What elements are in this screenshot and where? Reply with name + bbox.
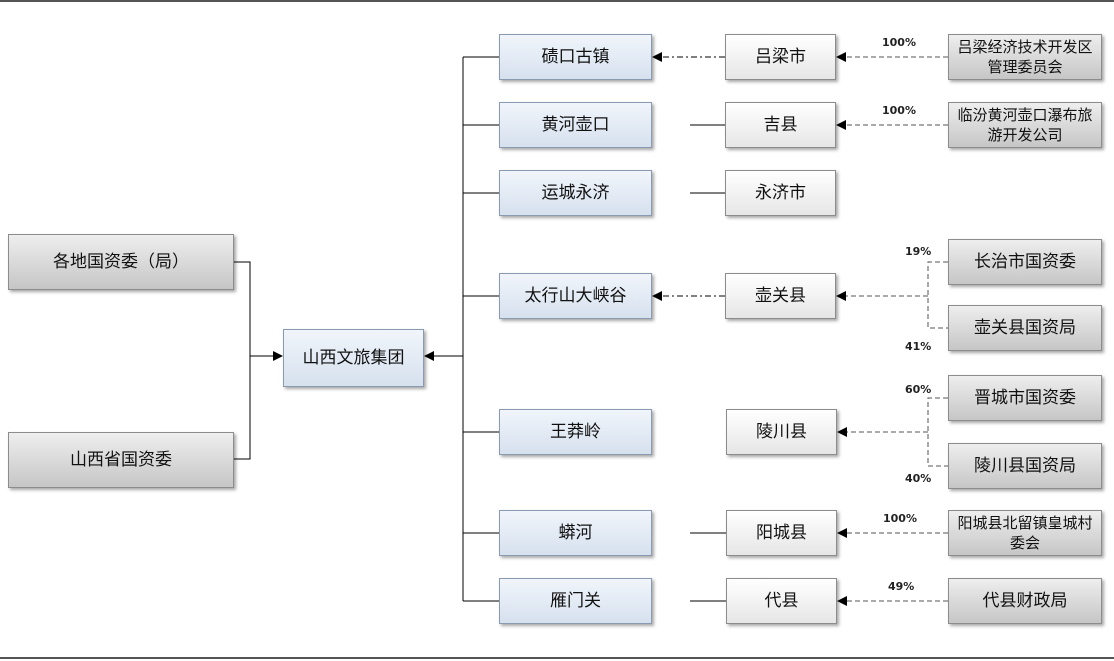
scenic-label: 王莽岭: [550, 421, 601, 442]
owner-label: 各地国资委（局）: [53, 251, 189, 272]
owner-connector: [234, 261, 251, 460]
share-percent: 100%: [882, 36, 916, 49]
holder-label: 吕梁经济技术开发区管理委员会: [957, 37, 1093, 76]
county-label: 陵川县: [756, 421, 807, 442]
holder-label: 临汾黄河壶口瀑布旅游开发公司: [957, 105, 1093, 144]
holder-bracket-5: [927, 397, 948, 467]
holder-node: 陵川县国资局: [948, 443, 1102, 489]
share-percent: 19%: [905, 245, 932, 258]
holder-node: 壶关县国资局: [948, 305, 1102, 351]
share-percent: 41%: [905, 340, 932, 353]
scenic-node: 太行山大峡谷: [499, 273, 652, 319]
scenic-label: 太行山大峡谷: [524, 285, 627, 306]
holder-label: 晋城市国资委: [974, 387, 1076, 408]
holder-label: 长治市国资委: [974, 251, 1076, 272]
holder-bracket-4: [927, 261, 948, 329]
scenic-node: 蟒河: [499, 510, 652, 556]
holder-node: 阳城县北留镇皇城村委会: [948, 510, 1102, 556]
share-percent: 49%: [888, 580, 915, 593]
scenic-label: 黄河壶口: [541, 114, 610, 135]
owner-label: 山西省国资委: [70, 449, 172, 470]
county-label: 吕梁市: [755, 46, 806, 67]
holder-node: 临汾黄河壶口瀑布旅游开发公司: [948, 102, 1102, 148]
county-node: 阳城县: [726, 510, 837, 556]
holder-label: 陵川县国资局: [974, 455, 1076, 476]
county-label: 永济市: [755, 182, 806, 203]
holder-node: 长治市国资委: [948, 239, 1102, 285]
share-percent: 60%: [905, 383, 932, 396]
county-label: 吉县: [763, 114, 798, 135]
holder-node: 吕梁经济技术开发区管理委员会: [948, 34, 1102, 80]
holder-label: 壶关县国资局: [974, 317, 1076, 338]
group-node: 山西文旅集团: [283, 329, 424, 387]
county-label: 代县: [764, 590, 799, 611]
county-label: 阳城县: [756, 522, 807, 543]
holder-node: 晋城市国资委: [948, 375, 1102, 421]
scenic-label: 碛口古镇: [541, 46, 610, 67]
bottom-rule: [0, 657, 1114, 659]
owner-local-sasac: 各地国资委（局）: [8, 234, 234, 290]
top-rule: [0, 0, 1114, 2]
share-percent: 100%: [883, 512, 917, 525]
group-label: 山西文旅集团: [302, 347, 405, 368]
scenic-label: 雁门关: [550, 590, 601, 611]
county-node: 陵川县: [726, 409, 837, 455]
scenic-node: 碛口古镇: [499, 34, 652, 80]
scenic-label: 运城永济: [541, 182, 610, 203]
county-node: 代县: [726, 578, 837, 624]
scenic-node: 运城永济: [499, 170, 652, 216]
share-percent: 100%: [882, 104, 916, 117]
scenic-node: 黄河壶口: [499, 102, 652, 148]
county-node: 壶关县: [725, 273, 836, 319]
holder-label: 代县财政局: [982, 590, 1068, 611]
owner-province-sasac: 山西省国资委: [8, 432, 234, 488]
share-percent: 40%: [905, 472, 932, 485]
holder-node: 代县财政局: [948, 578, 1102, 624]
county-label: 壶关县: [755, 285, 806, 306]
county-node: 吕梁市: [725, 34, 836, 80]
holder-label: 阳城县北留镇皇城村委会: [957, 513, 1093, 552]
scenic-node: 王莽岭: [499, 409, 652, 455]
scenic-label: 蟒河: [558, 522, 593, 543]
county-node: 吉县: [725, 102, 836, 148]
scenic-node: 雁门关: [499, 578, 652, 624]
county-node: 永济市: [725, 170, 836, 216]
